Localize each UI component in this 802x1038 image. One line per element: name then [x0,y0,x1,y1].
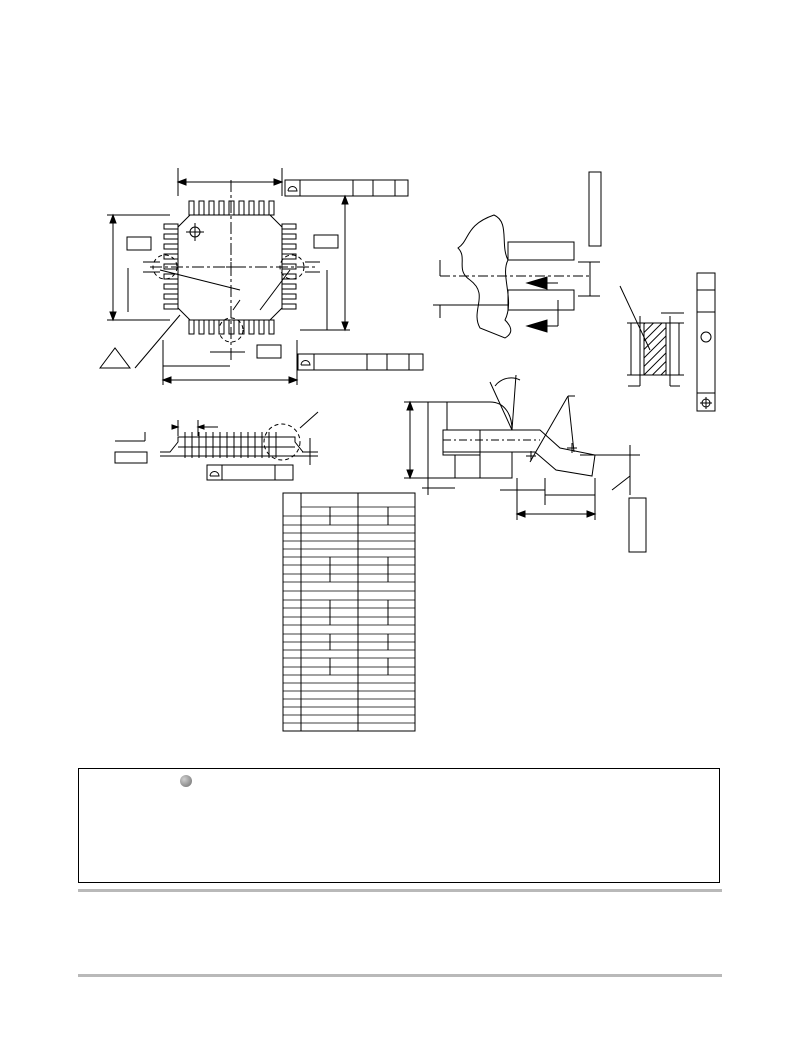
pins-bottom [188,319,275,335]
top-view [99,168,424,385]
footer-rule-bottom [78,974,722,977]
table-row-lines [283,506,415,724]
datum-box-left [126,236,152,251]
datum-circle-icon [700,331,712,343]
footer-notice-box [78,768,720,883]
datum-box-right [313,234,339,249]
note-triangle-icon [99,347,131,369]
datum-column-right [696,272,716,412]
side-leads [184,432,277,458]
section-view [433,171,602,339]
feature-control-frame-bottom [297,353,424,371]
footer-rule-top [78,889,722,892]
datum-box-side [114,451,148,464]
datum-strip-right [588,171,602,247]
dimension-table [282,492,416,732]
datum-box-bottom [256,344,282,359]
lead-section-detail [619,272,716,412]
side-view [114,411,319,481]
feature-control-frame-top [284,179,409,197]
pins-left [163,223,179,310]
detail-circle-bottom [218,317,244,343]
hatched-lead-section [643,322,667,376]
feature-control-frame-side [206,464,294,481]
pin1-target-icon [186,223,204,241]
datum-strip-bottom-right [628,497,647,553]
detail-circle-side [263,423,301,461]
lead-form-detail [404,374,647,553]
detail-circle-right [279,254,305,280]
detail-circle-left [152,254,178,280]
pins-top [188,200,275,216]
side-profile-body [160,436,314,453]
on-semiconductor-logo [180,775,192,787]
